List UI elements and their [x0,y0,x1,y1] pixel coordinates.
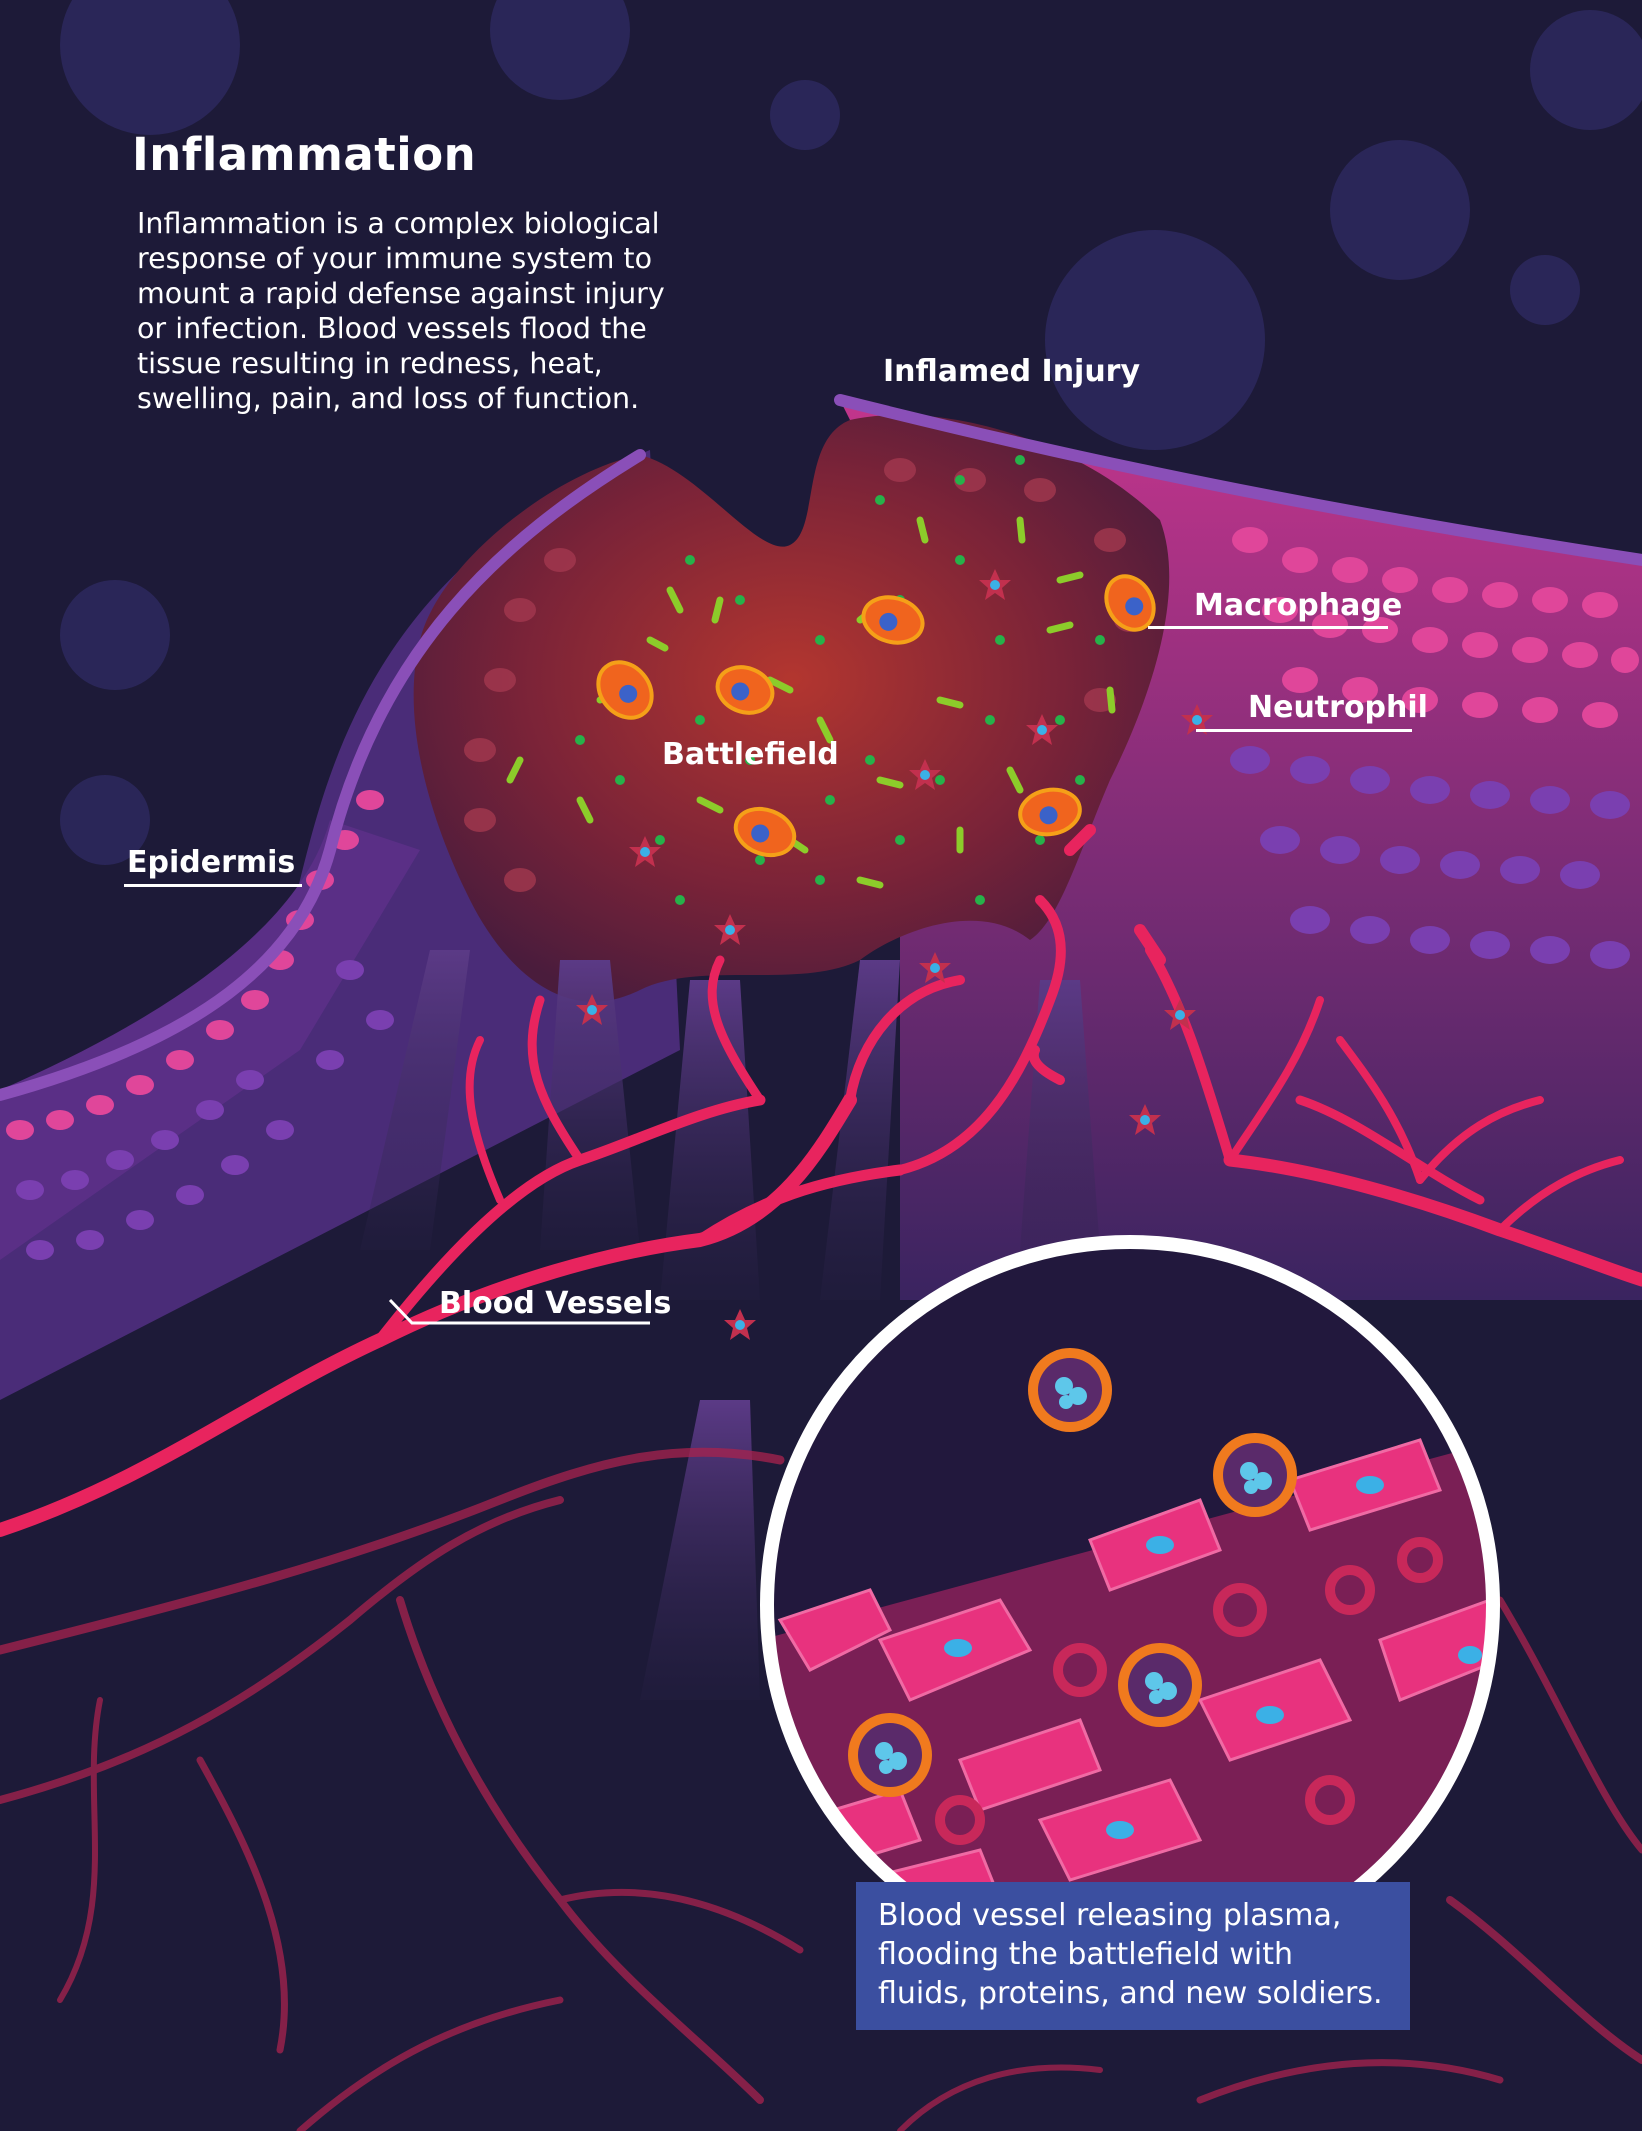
label-battlefield: Battlefield [662,737,839,772]
epidermis-leader [124,884,302,887]
deep-vessels [0,1447,1642,2131]
blood-vessels [0,824,1642,1537]
neutrophil-leader [1196,729,1412,732]
macrophage-leader [1148,626,1388,629]
inset-caption: Blood vessel releasing plasma, flooding … [856,1882,1410,2030]
battlefield-zone [413,414,1170,1002]
background-bubbles [60,0,1642,865]
label-neutrophil: Neutrophil [1248,690,1428,725]
tissue-cells [6,458,1639,1260]
inset-neutrophils [848,1348,1297,1797]
neutrophils [576,569,1213,1340]
page-title: Inflammation [132,128,477,181]
blood-vessels-leader [388,1298,650,1325]
label-blood-vessels: Blood Vessels [439,1286,672,1321]
label-inflamed-injury: Inflamed Injury [883,354,1141,389]
label-macrophage: Macrophage [1194,588,1403,623]
tissue-stems [360,950,1100,1700]
label-epidermis: Epidermis [127,845,296,880]
magnified-inset [760,1235,1500,1975]
intro-text: Inflammation is a complex biological res… [137,207,665,415]
epidermis-line [0,449,646,1101]
left-tissue-upper [0,820,420,1260]
macrophages [596,574,1156,858]
injury-surface-line [834,394,1642,566]
